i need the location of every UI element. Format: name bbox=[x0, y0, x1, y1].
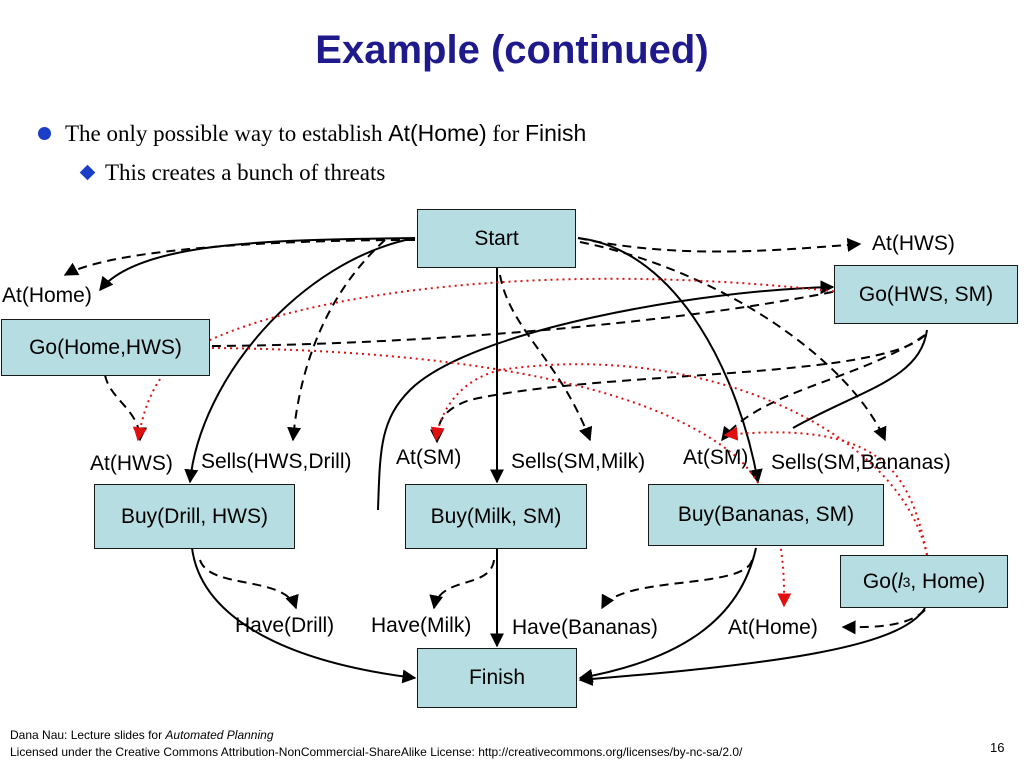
page-number: 16 bbox=[990, 740, 1005, 755]
bullet-1-text-a: The only possible way to establish bbox=[65, 121, 389, 146]
bullet-2-text: This creates a bunch of threats bbox=[105, 160, 386, 185]
go-l3-post: , Home) bbox=[910, 569, 986, 593]
dash-drill-have bbox=[199, 559, 299, 610]
dash-start-sells-drill bbox=[287, 239, 386, 442]
footer-line-1: Dana Nau: Lecture slides for Automated P… bbox=[10, 727, 742, 744]
bullet-1: The only possible way to establish At(Ho… bbox=[38, 120, 586, 147]
node-go-home-hws[interactable]: Go(Home,HWS) bbox=[1, 319, 210, 376]
label-sells-hws-drill: Sells(HWS,Drill) bbox=[201, 450, 352, 473]
node-buy-milk-sm[interactable]: Buy(Milk, SM) bbox=[405, 484, 587, 549]
dash-start-sells-bananas bbox=[579, 241, 887, 442]
label-at-hws-top: At(HWS) bbox=[872, 232, 955, 255]
footer: Dana Nau: Lecture slides for Automated P… bbox=[10, 727, 742, 761]
link-go-l3-finish bbox=[578, 607, 926, 686]
bullet-dot-icon bbox=[38, 127, 51, 141]
bullet-1-code-at-home: At(Home) bbox=[388, 120, 487, 146]
link-go-hws-sm-from-left bbox=[377, 280, 835, 511]
dash-start-at-hws-top bbox=[577, 237, 862, 253]
link-buy-drill-finish bbox=[191, 547, 417, 684]
label-at-home-bottom: At(Home) bbox=[728, 616, 818, 639]
footer-license: Licensed under the Creative Commons Attr… bbox=[10, 745, 743, 759]
link-start-buy-bananas bbox=[577, 237, 763, 484]
label-sells-sm-bananas: Sells(SM,Bananas) bbox=[771, 451, 951, 474]
node-buy-drill-hws[interactable]: Buy(Drill, HWS) bbox=[94, 484, 295, 549]
threat-to-at-hws-mid bbox=[133, 277, 841, 442]
label-have-milk: Have(Milk) bbox=[371, 614, 472, 637]
link-buy-bananas-finish bbox=[578, 547, 757, 683]
dash-start-sells-milk bbox=[499, 274, 593, 442]
threat-go-l3-at-sm-1 bbox=[430, 363, 928, 556]
label-at-hws-mid: At(HWS) bbox=[90, 452, 173, 475]
dash-bananas-have bbox=[601, 559, 753, 610]
go-l3-var: l bbox=[897, 569, 903, 593]
label-have-bananas: Have(Bananas) bbox=[512, 616, 658, 639]
node-go-hws-sm[interactable]: Go(HWS, SM) bbox=[834, 265, 1018, 324]
node-start[interactable]: Start bbox=[417, 209, 576, 268]
dash-milk-have bbox=[429, 559, 495, 610]
node-finish[interactable]: Finish bbox=[417, 648, 577, 708]
go-l3-sub: 3 bbox=[902, 573, 911, 590]
dash-start-at-home bbox=[63, 239, 416, 276]
label-at-sm-1: At(SM) bbox=[396, 446, 462, 469]
label-have-drill: Have(Drill) bbox=[235, 614, 335, 637]
threat-to-at-home-bottom bbox=[211, 347, 792, 608]
label-sells-sm-milk: Sells(SM,Milk) bbox=[511, 450, 646, 473]
node-buy-bananas-sm[interactable]: Buy(Bananas, SM) bbox=[648, 484, 884, 546]
dash-go-l3-at-home bbox=[841, 609, 926, 635]
bullet-1-code-finish: Finish bbox=[524, 120, 587, 146]
label-at-sm-2: At(SM) bbox=[683, 446, 749, 469]
bullet-2: This creates a bunch of threats bbox=[79, 160, 386, 186]
bullet-1-text-b: for bbox=[486, 121, 525, 146]
dash-go-hws-sm-at-sm-1 bbox=[430, 334, 926, 444]
link-go-hws-sm-bananas bbox=[792, 329, 928, 429]
footer-credit: Dana Nau: Lecture slides for bbox=[10, 728, 166, 742]
slide-title: Example (continued) bbox=[315, 28, 709, 72]
go-l3-pre: Go( bbox=[862, 569, 898, 593]
label-at-home-left: At(Home) bbox=[2, 284, 92, 307]
dash-go-home-hws-at-hws bbox=[104, 374, 147, 442]
footer-book-title: Automated Planning bbox=[165, 728, 274, 742]
link-start-buy-drill bbox=[184, 237, 416, 484]
link-start-at-home bbox=[99, 237, 416, 292]
dash-go-hws-sm-at-sm-2 bbox=[721, 334, 926, 442]
